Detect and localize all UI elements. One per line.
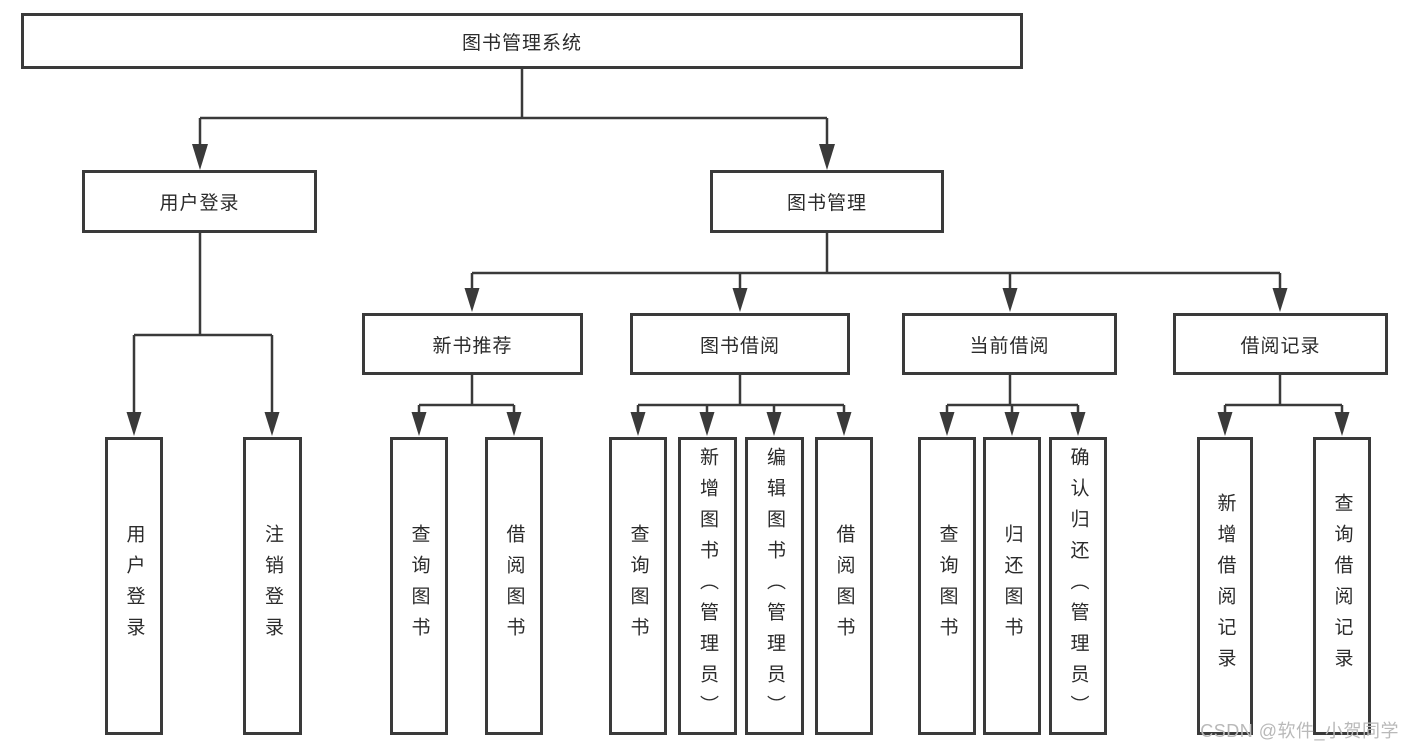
arrowhead [192,144,208,170]
node-library-system: 图书管理系统 [21,13,1023,69]
node-label: 图书管理系统 [461,32,582,54]
arrowhead [630,412,646,436]
arrowhead [1070,412,1086,436]
node-label: 用户登录 [159,193,240,214]
leaf-label: 查询图书 [936,524,958,648]
arrowhead [264,412,280,436]
leaf-label: 查询借阅记录 [1331,493,1353,679]
node-label: 当前借阅 [969,335,1050,357]
node-book-management: 图书管理 [710,170,944,233]
leaf-user-login: 用户登录 [105,437,163,735]
leaf-label: 归还图书 [1001,524,1023,648]
node-label: 新书推荐 [432,335,513,357]
leaf-add-borrow-record: 新增借阅记录 [1197,437,1253,735]
leaf-label: 查询图书 [408,524,430,648]
leaf-edit-books-admin: 编辑图书（管理员） [745,437,804,735]
arrowhead [411,412,427,436]
leaf-label: 查询图书 [627,524,649,648]
arrowheads [126,144,1350,436]
arrowhead [1334,412,1350,436]
leaf-return-books: 归还图书 [983,437,1041,735]
arrowhead [464,288,480,312]
arrowhead [1002,288,1018,312]
leaf-label: 新增图书（管理员） [697,446,718,726]
node-label: 图书管理 [786,193,867,214]
arrowhead [732,288,748,312]
node-user-login: 用户登录 [82,170,317,233]
arrowhead [766,412,782,436]
leaf-label: 新增借阅记录 [1214,493,1236,679]
node-label: 图书借阅 [699,335,780,357]
leaf-label: 用户登录 [123,524,145,648]
csdn-watermark: CSDN @软件_小贺同学 [1200,721,1399,741]
arrowhead [506,412,522,436]
arrowhead [819,144,835,170]
leaf-borrow-books-recommend: 借阅图书 [485,437,543,735]
arrowhead [126,412,142,436]
node-borrow-records: 借阅记录 [1173,313,1388,375]
arrowhead [1004,412,1020,436]
leaf-query-books-borrowing: 查询图书 [609,437,667,735]
node-label: 借阅记录 [1240,335,1321,357]
leaf-label: 编辑图书（管理员） [764,446,785,726]
leaf-label: 注销登录 [262,524,283,648]
arrowhead [836,412,852,436]
node-new-book-recommend: 新书推荐 [362,313,583,375]
leaf-add-books-admin: 新增图书（管理员） [678,437,737,735]
leaf-label: 借阅图书 [503,524,525,648]
node-current-borrowing: 当前借阅 [902,313,1117,375]
leaf-query-borrow-record: 查询借阅记录 [1313,437,1371,735]
arrowhead [1272,288,1288,312]
leaf-query-books-recommend: 查询图书 [390,437,448,735]
arrowhead [1217,412,1233,436]
leaf-label: 确认归还（管理员） [1067,446,1089,726]
leaf-label: 借阅图书 [833,524,855,648]
connector-lines [132,69,1344,416]
leaf-logout: 注销登录 [243,437,302,735]
leaf-borrow-books-borrowing: 借阅图书 [815,437,873,735]
arrowhead [699,412,715,436]
leaf-query-books-current: 查询图书 [918,437,976,735]
leaf-confirm-return-admin: 确认归还（管理员） [1049,437,1107,735]
arrowhead [939,412,955,436]
node-book-borrowing: 图书借阅 [630,313,850,375]
